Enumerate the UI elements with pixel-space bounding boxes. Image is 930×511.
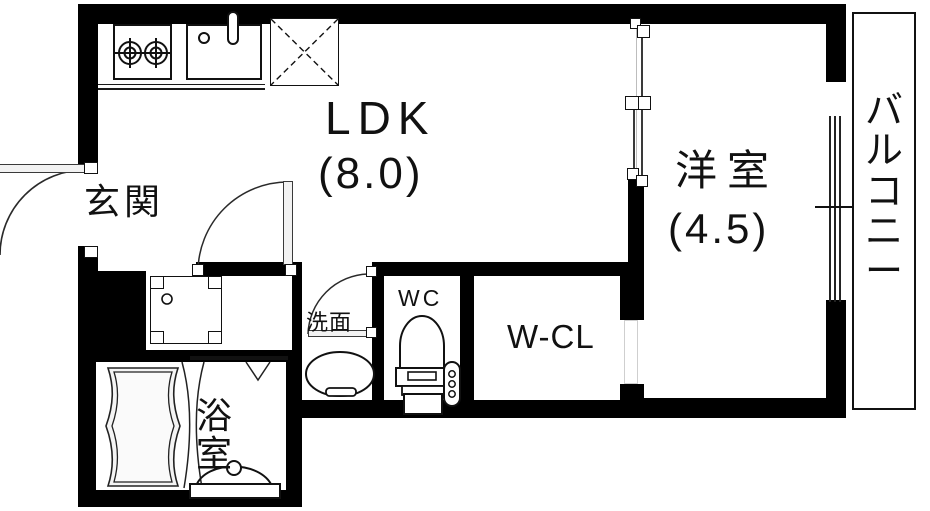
- label-ldk-area: (8.0): [318, 149, 424, 198]
- label-bathroom-char-2: 室: [196, 434, 233, 476]
- room-wcl: [472, 270, 620, 400]
- wall-ldk-south-b: [374, 262, 644, 276]
- entrance-door-jamb-top: [84, 162, 98, 174]
- label-wc: WC: [398, 285, 443, 311]
- balcony-door-handle-mark: [815, 206, 859, 208]
- washbasin-icon: [305, 351, 375, 397]
- wcl-door-opening[interactable]: [624, 320, 638, 384]
- label-wcl: W-CL: [507, 318, 595, 355]
- balcony-char-1: ル: [864, 128, 903, 173]
- washer-pan-foot-tl: [150, 276, 164, 289]
- balcony-char-2: コ: [864, 168, 903, 213]
- washer-pan-foot-br: [208, 331, 222, 344]
- kitchen-faucet-icon: [198, 11, 239, 45]
- wall-bath-east: [284, 350, 302, 507]
- senmen-door-icon: [307, 273, 369, 335]
- bedroom-sliding-door-marker-bot-b: [636, 175, 648, 187]
- bedroom-sliding-door-marker-top-a: [630, 18, 641, 29]
- label-bathroom: 浴室: [196, 396, 233, 476]
- ldk-hall-door-icon: [197, 181, 289, 273]
- wall-ldk-south-a: [196, 262, 302, 276]
- ldk-hall-door-leaf[interactable]: [283, 181, 293, 265]
- balcony-door-panel-a[interactable]: [829, 116, 831, 302]
- wall-right-unit-lower: [826, 300, 846, 418]
- senmen-door-jamb-b: [366, 327, 377, 338]
- wall-wc-wcl: [460, 262, 474, 400]
- gas-stove-burners-icon: [115, 38, 171, 68]
- washer-pan-foot-tr: [208, 276, 222, 289]
- balcony-char-3: ニ: [864, 208, 903, 253]
- kitchen-counter-edge: [98, 88, 265, 90]
- entrance-door-jamb-bottom: [84, 246, 98, 258]
- label-bedroom: 洋室: [675, 146, 780, 195]
- wall-senmen-wc: [372, 262, 384, 400]
- senmen-door-jamb-a: [366, 266, 377, 277]
- balcony-railing: [852, 12, 916, 410]
- bedroom-sliding-door-marker-mid-a: [625, 96, 639, 110]
- wall-right-unit-upper: [826, 4, 846, 82]
- room-genkan: [98, 167, 186, 265]
- wall-top: [78, 4, 840, 24]
- label-senmen: 洗面: [306, 311, 353, 336]
- kitchen-counter-edge-inner: [98, 84, 265, 85]
- balcony-door-panel-c[interactable]: [839, 116, 841, 302]
- bath-door-rail: [190, 356, 288, 360]
- label-genkan: 玄関: [84, 182, 165, 223]
- wall-wcl-bedroom-lower: [620, 384, 644, 418]
- bedroom-sliding-door-marker-top-b: [637, 25, 650, 38]
- bathtub-icon: [105, 367, 181, 487]
- ldk-hall-door-jamb-a: [192, 264, 204, 276]
- washer-pan-drain-icon: [161, 293, 173, 305]
- balcony-door-panel-b[interactable]: [834, 116, 836, 302]
- bedroom-sliding-door-marker-mid-b: [638, 96, 651, 110]
- wall-left-lower: [78, 265, 98, 507]
- kitchen-sink-icon: [186, 24, 262, 80]
- wall-hall-east: [290, 262, 302, 357]
- balcony-char-0: バ: [864, 88, 903, 132]
- label-bathroom-char-1: 浴: [196, 396, 233, 437]
- bath-door-icon: [181, 361, 271, 489]
- label-ldk: LDK: [325, 92, 436, 144]
- balcony-char-4: ー: [864, 249, 903, 294]
- label-balcony: バ ル コ ニ ー: [858, 88, 910, 294]
- wall-bedroom-west-lower: [628, 180, 644, 266]
- wall-left-upper: [78, 4, 98, 162]
- washer-pan-foot-bl: [150, 331, 164, 344]
- bedroom-sliding-door-panel-b[interactable]: [633, 96, 635, 180]
- ldk-hall-door-jamb-b: [285, 264, 297, 276]
- entrance-door-leaf[interactable]: [0, 164, 88, 173]
- label-bedroom-area: (4.5): [668, 205, 770, 252]
- refrigerator-space-cross-icon: [270, 18, 339, 86]
- toilet-icon: [395, 315, 461, 415]
- wall-wcl-bedroom-upper: [620, 262, 644, 320]
- bath-vanity-icon: [189, 460, 281, 499]
- room-bedroom: [644, 24, 826, 398]
